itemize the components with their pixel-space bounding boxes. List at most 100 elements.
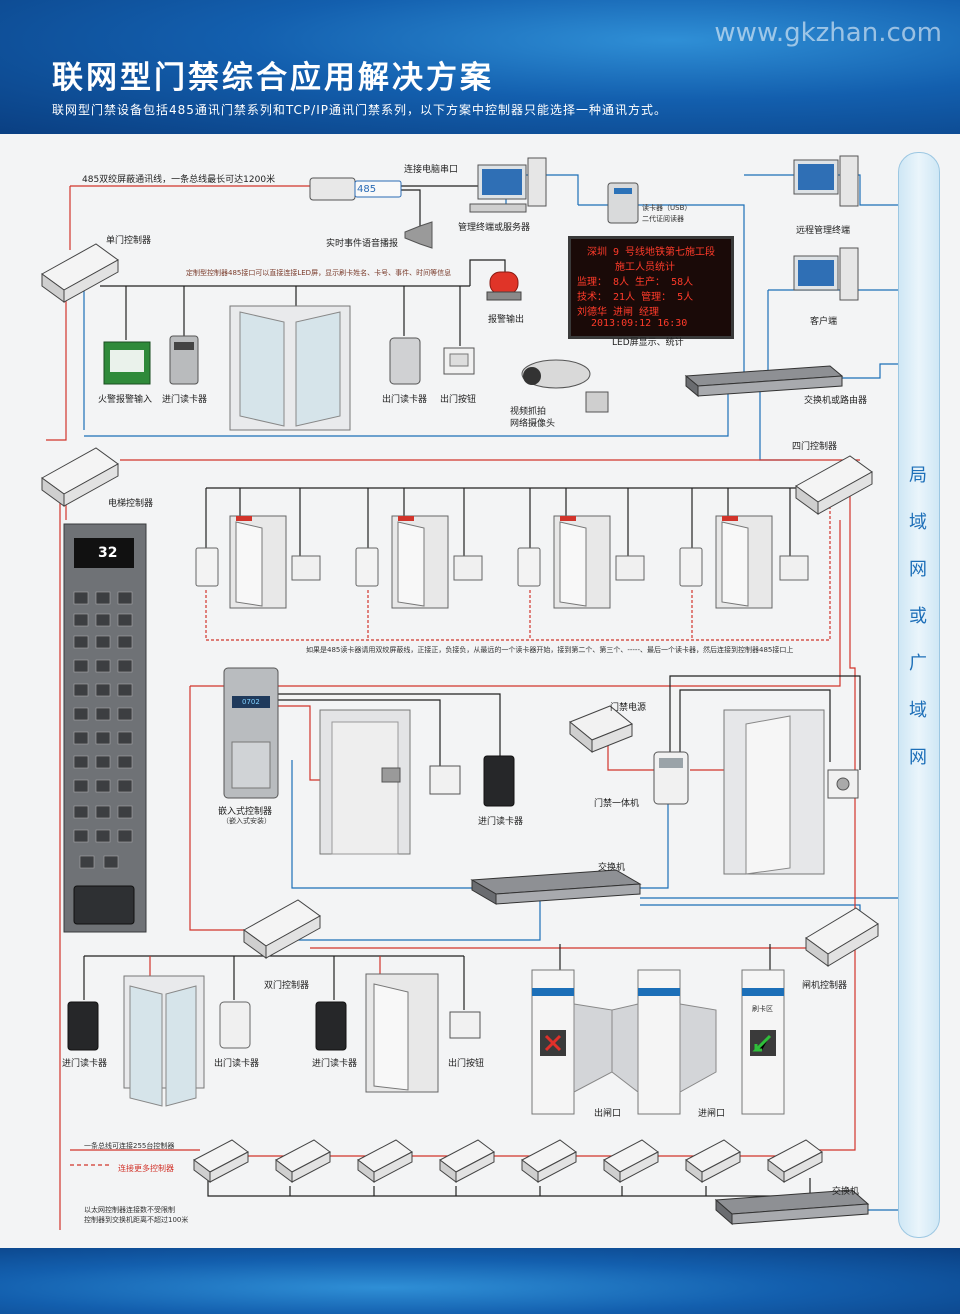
net-line [278, 900, 541, 941]
ctrl-line [278, 693, 501, 756]
gate-controller [805, 907, 879, 967]
more-ctrl-label: 连接更多控制器 [118, 1164, 174, 1173]
header-banner [0, 0, 960, 134]
turnstile-middle [611, 969, 717, 1115]
ctrl-line [679, 689, 831, 762]
bus-line [46, 300, 67, 441]
double-door-controller [243, 899, 321, 959]
switch-label-bottom: 交换机 [832, 1187, 860, 1197]
chain-controller-8 [767, 1139, 823, 1183]
elevator-panel [63, 523, 147, 933]
converter-485 [309, 177, 402, 201]
bus-chain [289, 1186, 707, 1196]
client-pc-icon [793, 247, 859, 301]
switch-router-icon [684, 365, 844, 398]
ctrl-line [278, 699, 441, 766]
four-door-controller [795, 455, 873, 515]
in-reader-icon-3 [67, 1001, 99, 1051]
camera-label: 视频抓拍 网络摄像头 [510, 407, 556, 429]
in-reader-icon-2 [483, 755, 515, 807]
net-line [640, 800, 669, 889]
alarm-light-icon [486, 271, 522, 301]
exit-button-icon-2 [429, 765, 461, 795]
fire-alarm-icon [103, 341, 151, 385]
turnstile-right [741, 969, 785, 1115]
bus-line [800, 470, 856, 1151]
exit-button-label-3: 出门按钮 [448, 1059, 485, 1069]
elevator-card-reader [73, 885, 135, 925]
door-unit-1 [195, 515, 321, 609]
elevator-buttons [73, 591, 133, 869]
switch-icon-bottom [714, 1189, 870, 1226]
door-unit-5 [365, 973, 439, 1093]
led-line-5: 刘德华 进闸 经理 [577, 307, 660, 318]
in-reader-icon-4 [315, 1001, 347, 1051]
led-line-1: 深圳 9 号线地铁第七施工段 [587, 247, 716, 258]
usb-reader-icon [607, 182, 639, 224]
voice-label: 实时事件语音播报 [326, 239, 399, 249]
watermark: www.gkzhan.com [714, 18, 942, 48]
intercom-panel [223, 667, 279, 799]
double-ctrl-label: 双门控制器 [264, 981, 310, 991]
bus-chain [207, 1178, 811, 1197]
exit-switch-icon [827, 769, 859, 799]
bus255-label: 一条总线可连接255台控制器 [84, 1142, 175, 1150]
lan-bar [898, 152, 940, 1238]
remote-term-label: 远程管理终端 [796, 226, 851, 236]
swipe-area-label: 刷卡区 [752, 1005, 773, 1013]
footer-banner [0, 1248, 960, 1314]
converter-label: 485 [357, 184, 377, 195]
server-label: 管理终端或服务器 [458, 223, 531, 233]
in-reader-label-3: 进门读卡器 [62, 1059, 108, 1069]
double-glass-door [229, 305, 351, 431]
led-line-6: 2013:09:12 16:30 [591, 318, 688, 329]
pc-port-label: 连接电脑串口 [404, 165, 459, 175]
chain-controller-2 [275, 1139, 331, 1183]
net-line [840, 363, 898, 379]
exit-gate-label: 出闸口 [594, 1109, 622, 1119]
led-screen: 深圳 9 号线地铁第七施工段 施工人员统计 监理： 8人 生产： 58人 技术：… [568, 236, 734, 339]
intercom-door [319, 709, 411, 855]
reader-bus [205, 500, 831, 641]
single-door-controller [41, 243, 119, 303]
server-pc-icon [469, 157, 547, 213]
client-label: 客户端 [810, 317, 838, 327]
chain-controller-4 [439, 1139, 495, 1183]
out-reader-label-3: 出门读卡器 [214, 1059, 260, 1069]
id-reader-label: 二代证阅读器 [642, 215, 684, 223]
bus-note: 485双绞屏蔽通讯线，一条总线最长可达1200米 [82, 175, 276, 185]
all-in-one-terminal [653, 751, 689, 805]
net-line [60, 289, 85, 430]
fire-alarm-label: 火警报警输入 [98, 395, 153, 405]
chain-controller-3 [357, 1139, 413, 1183]
switch-icon-mid [470, 869, 642, 905]
out-reader-icon-3 [219, 1001, 251, 1049]
door-unit-3 [517, 515, 645, 609]
ethernet-note-2: 控制器到交换机距离不超过100米 [84, 1216, 189, 1224]
exit-button-label: 出门按钮 [440, 395, 477, 405]
gate-ctrl-label: 闸机控制器 [802, 981, 848, 991]
lan-label: 局域网或广域网 [909, 465, 927, 768]
ethernet-note-1: 以太网控制器连接数不受限制 [84, 1206, 175, 1214]
embedded-sub-label: （嵌入式安装） [222, 817, 271, 825]
switch-router-label: 交换机或路由器 [804, 396, 868, 406]
bus-line [189, 686, 244, 931]
speaker-icon [404, 221, 433, 249]
exit-button-icon [443, 347, 475, 375]
page-title: 联网型门禁综合应用解决方案 [52, 60, 494, 96]
all-in-one-label: 门禁一体机 [594, 799, 640, 809]
in-reader-label-2: 进门读卡器 [478, 817, 524, 827]
four-ctrl-label: 四门控制器 [792, 442, 838, 452]
usb-reader-label: 读卡器（USB） [642, 204, 692, 212]
chain-controller-1 [193, 1139, 249, 1183]
chain-controller-7 [685, 1139, 741, 1183]
net-line [84, 378, 729, 437]
chain-controller-6 [603, 1139, 659, 1183]
door-power-icon [569, 705, 633, 754]
page-subtitle: 联网型门禁设备包括485通讯门禁系列和TCP/IP通讯门禁系列，以下方案中控制器… [52, 103, 667, 117]
led-caption: LED屏显示、统计 [612, 338, 684, 348]
enter-gate-label: 进闸口 [698, 1109, 726, 1119]
led-line-4: 技术： 21人 管理： 5人 [577, 292, 694, 303]
elevator-floor: 32 [98, 545, 118, 561]
led-note: 定制型控制器485接口可以直接连接LED屏，显示刷卡姓名、卡号、事件、时间等信息 [186, 269, 452, 277]
